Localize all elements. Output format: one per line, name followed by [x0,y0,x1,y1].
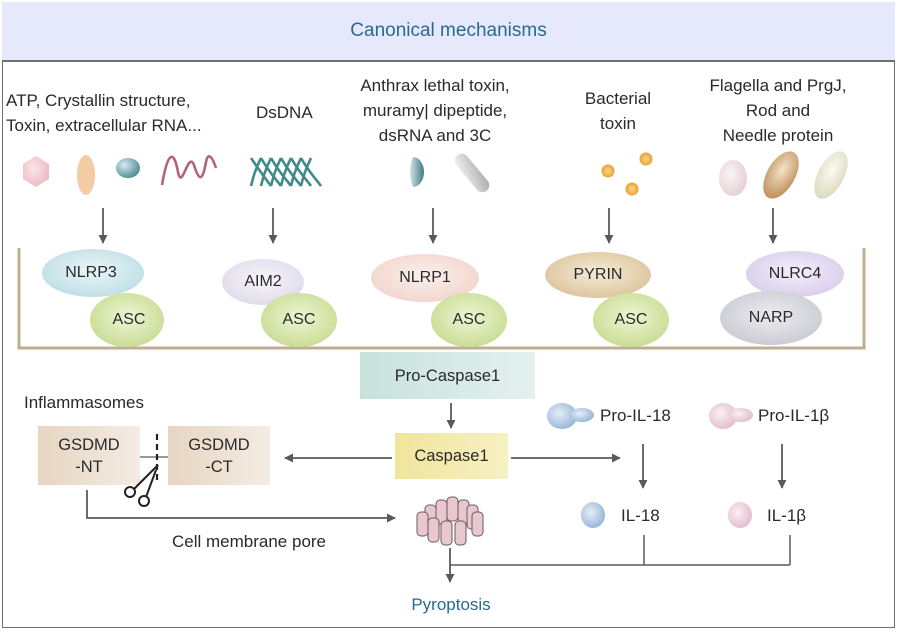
pro-il18-icon [547,403,594,429]
il1b-icon [728,502,752,528]
sensor-label-pyrin: PYRIN [573,266,623,283]
oval-ligand-icon [77,155,95,195]
gsdmd-nt-box [38,426,140,485]
trigger-label-nlrc4: Flagella and PrgJ, Rod and Needle protei… [688,73,868,148]
inflammasome-bracket [17,248,866,350]
rod-ligand-icon [454,153,490,193]
trigger-label-nlrp1: Anthrax lethal toxin, muramy| dipeptide,… [340,73,530,148]
il18-label: IL-18 [621,506,660,525]
gsdmd-nt-label: GSDMD -NT [38,426,140,485]
caspase1-box [395,433,508,479]
pro-caspase1-box [360,352,535,399]
trigger-text-line: Needle protein [722,126,834,145]
gsdmd-ct-text: GSDMD [188,435,250,454]
pro-caspase1-label: Pro-Caspase1 [394,366,501,385]
sensor-label-aim2: AIM2 [244,273,282,290]
rna-strand-icon [160,155,218,186]
arrow-nt-to-pore [86,490,396,523]
asc-shape-1 [90,293,164,347]
gsdmd-nt-suffix: -NT [75,457,103,476]
trigger-text-line: Anthrax lethal toxin, [360,76,510,95]
il1b-label: IL-1β [767,506,807,525]
trigger-text-line: DsDNA [256,103,313,122]
diagram-header: Canonical mechanisms [2,2,895,62]
narp-shape [720,291,822,345]
nlrp1-shape [371,254,479,302]
cell-membrane-pore-label: Cell membrane pore [172,532,327,551]
trigger-text-line: dsRNA and 3C [378,126,492,145]
flagella-proteins-icon [719,151,848,199]
adaptor-label-asc-4: ASC [614,311,648,328]
trigger-text-line: toxin [600,114,636,133]
adaptor-label-asc-1: ASC [112,311,146,328]
nlrc4-shape [746,251,844,297]
trigger-text-line: muramy| dipeptide, [362,101,508,120]
dsdna-helix-icon [249,157,323,187]
inflammasomes-label: Inflammasomes [24,393,144,412]
pyrin-shape [545,252,651,298]
asc-shape-3 [431,293,507,347]
trigger-text-line: Rod and [745,101,811,120]
bacterial-toxin-icon [601,152,653,196]
sensor-label-nlrc4: NLRC4 [768,265,822,282]
aim2-shape [222,259,304,305]
gsdmd-nt-text: GSDMD [58,435,120,454]
caspase1-label: Caspase1 [414,447,489,465]
trigger-text-line: ATP, Crystallin structure, [6,91,191,110]
trigger-text-line: Flagella and PrgJ, [709,76,847,95]
gsdmd-ct-suffix: -CT [205,457,233,476]
asc-shape-2 [261,293,337,347]
sphere-ligand-icon [116,158,140,178]
membrane-pore-icon [416,496,484,546]
asc-shape-4 [593,293,669,347]
pro-il1b-icon [709,403,753,429]
trigger-label-nlrp3: ATP, Crystallin structure, Toxin, extrac… [6,88,202,138]
pro-il1b-label: Pro-IL-1β [758,406,830,425]
trigger-text-line: Bacterial [584,89,652,108]
half-sphere-ligand-icon [410,157,424,187]
adaptor-label-asc-3: ASC [452,311,486,328]
adaptor-label-narp: NARP [748,309,794,326]
trigger-text-line: Toxin, extracellular RNA... [6,116,202,135]
sensor-label-nlrp1: NLRP1 [399,269,451,286]
ligand-group-nlrp1 [410,153,490,193]
pro-il18-label: Pro-IL-18 [600,406,671,425]
il18-icon [581,502,605,528]
pyroptosis-label: Pyroptosis [411,595,491,614]
gsdmd-ct-box [168,426,270,485]
nlrp3-shape [42,249,144,297]
hexagon-ligand-icon [23,156,49,187]
trigger-label-aim2: DsDNA [256,100,313,125]
gsdmd-ct-label: GSDMD -CT [168,426,270,485]
sensor-label-nlrp3: NLRP3 [65,264,117,281]
scissors-icon [124,464,159,507]
trigger-label-pyrin: Bacterial toxin [568,86,668,136]
ligand-group-nlrp3 [23,155,218,195]
cytokine-join-line [450,535,791,566]
adaptor-label-asc-2: ASC [282,311,316,328]
diagram-title: Canonical mechanisms [350,20,547,41]
